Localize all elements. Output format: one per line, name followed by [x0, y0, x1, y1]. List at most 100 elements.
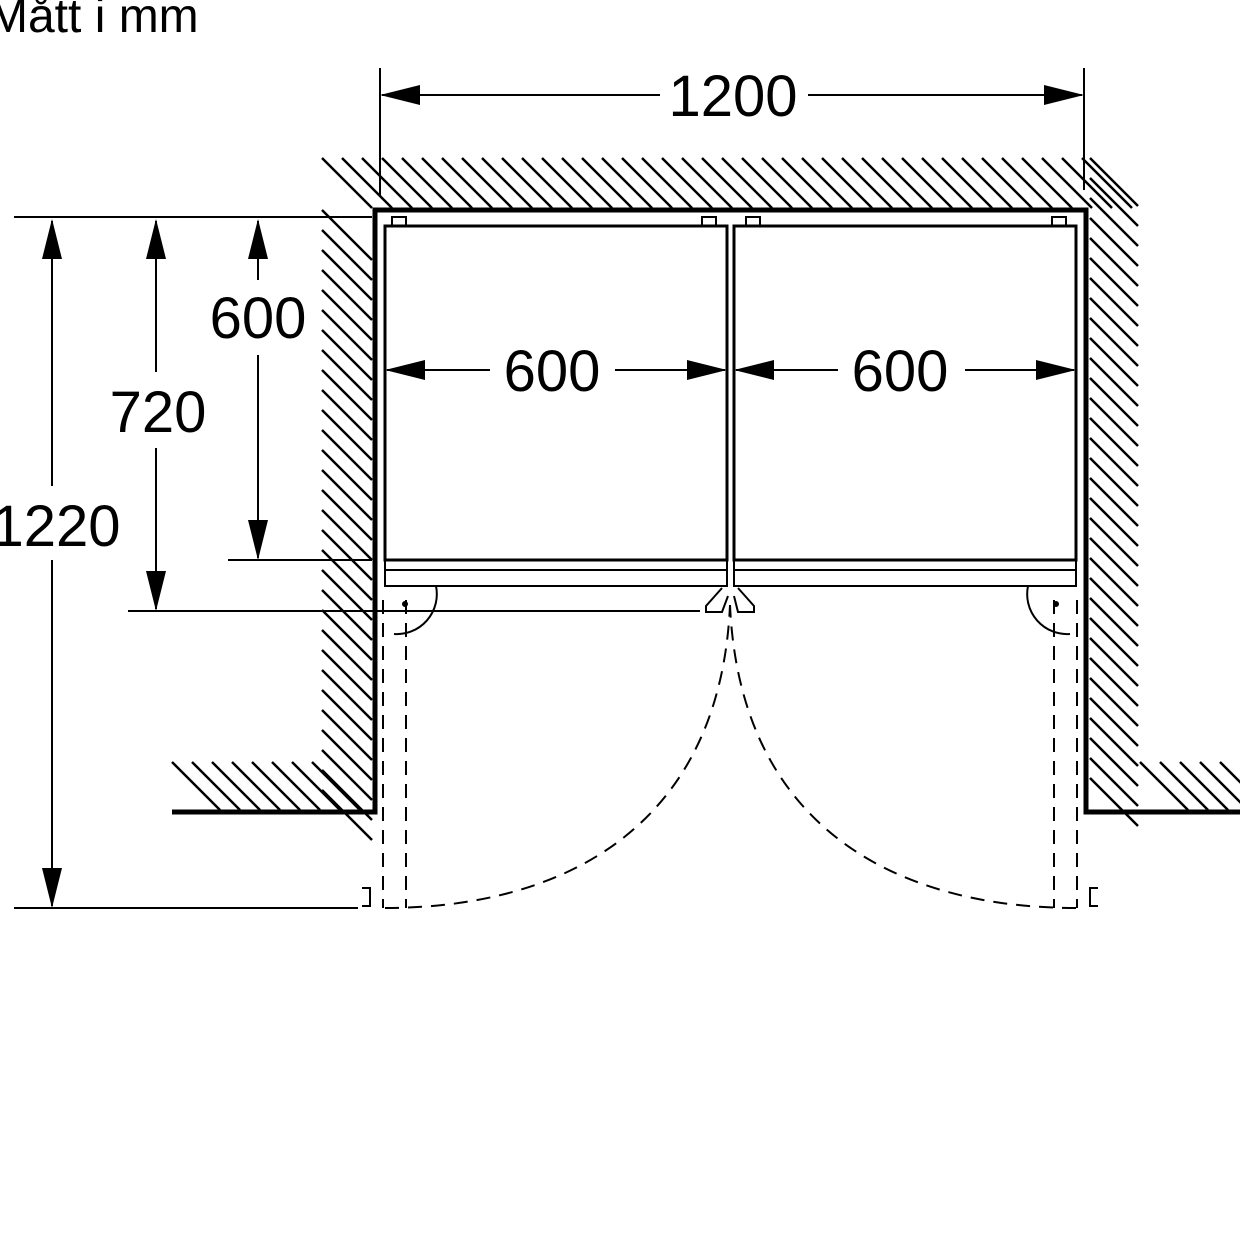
hatch-stroke [1001, 157, 1053, 209]
hatch-stroke [1089, 397, 1139, 447]
hatch-stroke [1089, 677, 1139, 727]
hatch-stroke [321, 209, 373, 261]
hatch-stroke [641, 157, 693, 209]
hatch-stroke [441, 157, 493, 209]
hatch-stroke [321, 489, 373, 541]
hatch-stroke [921, 157, 973, 209]
hatch-stroke [381, 157, 433, 209]
hatch-stroke [561, 157, 613, 209]
hatch-stroke [321, 429, 373, 481]
hatch-stroke [1089, 477, 1139, 527]
hatch-stroke [1089, 637, 1139, 687]
hatch-stroke [821, 157, 873, 209]
hatch-stroke [961, 157, 1013, 209]
hatch-stroke [321, 709, 373, 761]
hatch-stroke [211, 761, 261, 811]
hatch-stroke [781, 157, 833, 209]
total-width-label: 1200 [668, 64, 797, 129]
left-unit [383, 216, 729, 587]
hatch-stroke [321, 549, 373, 601]
hatch-stroke [1089, 157, 1139, 207]
depth-door-open-label: 1220 [0, 494, 121, 559]
hatch-stroke [481, 157, 533, 209]
hatch-stroke [1089, 277, 1139, 327]
hatch-stroke [461, 157, 513, 209]
hatch-stroke [841, 157, 893, 209]
unit-depth-label: 600 [210, 286, 307, 351]
hatch-stroke [541, 157, 593, 209]
hatch-stroke [1089, 737, 1139, 787]
hatch-stroke [1199, 761, 1240, 804]
hatch-stroke [761, 157, 813, 209]
hatch-stroke [321, 529, 373, 581]
hatch-stroke [1219, 761, 1240, 784]
hatch-stroke [1089, 237, 1139, 287]
hatch-stroke [321, 629, 373, 681]
hatch-stroke [941, 157, 993, 209]
hatch-stroke [321, 349, 373, 401]
hatch-stroke [741, 157, 793, 209]
hatch-stroke [361, 157, 413, 209]
hatch-stroke [1089, 577, 1139, 627]
depth-with-doors-label: 720 [110, 380, 207, 445]
hatch-stroke [1089, 537, 1139, 587]
hatch-stroke [1089, 437, 1139, 487]
hatch-stroke [1089, 177, 1139, 227]
hatch-stroke [701, 157, 753, 209]
hatch-stroke [321, 229, 373, 281]
hatch-stroke [1159, 761, 1209, 811]
wall-hatching [171, 157, 1240, 841]
hatch-stroke [291, 761, 341, 811]
hatch-stroke [1089, 717, 1139, 767]
hatch-stroke [191, 761, 241, 811]
hatch-stroke [321, 289, 373, 341]
hatch-stroke [321, 669, 373, 721]
hatch-stroke [801, 157, 853, 209]
hatch-stroke [1089, 417, 1139, 467]
hatch-stroke [321, 157, 373, 209]
hatch-stroke [341, 157, 393, 209]
hatch-stroke [601, 157, 653, 209]
hatch-stroke [1089, 697, 1139, 747]
hatch-stroke [171, 761, 221, 811]
hatch-stroke [581, 157, 633, 209]
hatch-stroke [321, 449, 373, 501]
hatch-stroke [271, 761, 321, 811]
hatch-stroke [1089, 557, 1139, 607]
hatch-stroke [321, 689, 373, 741]
hatch-stroke [421, 157, 473, 209]
door-handles [705, 587, 755, 613]
hatch-stroke [401, 157, 453, 209]
hatch-stroke [321, 569, 373, 621]
hatch-stroke [321, 309, 373, 361]
hatch-stroke [321, 409, 373, 461]
hatch-stroke [1089, 317, 1139, 367]
hatch-stroke [321, 789, 373, 841]
hatch-stroke [321, 329, 373, 381]
hatch-stroke [501, 157, 553, 209]
hatch-stroke [311, 761, 361, 811]
hatch-stroke [1089, 617, 1139, 667]
hatch-stroke [1041, 157, 1093, 209]
hatch-stroke [901, 157, 953, 209]
hatch-stroke [521, 157, 573, 209]
hatch-stroke [321, 749, 373, 801]
hatch-stroke [1089, 357, 1139, 407]
hatch-stroke [1089, 377, 1139, 427]
hatch-stroke [321, 389, 373, 441]
hatch-stroke [1139, 761, 1189, 811]
hatch-stroke [321, 369, 373, 421]
hatch-stroke [881, 157, 933, 209]
hatch-stroke [231, 761, 281, 811]
hatch-stroke [1089, 657, 1139, 707]
hatch-stroke [321, 469, 373, 521]
hatch-stroke [321, 509, 373, 561]
door-swing-paths [362, 600, 1098, 909]
hatch-stroke [621, 157, 673, 209]
hatch-stroke [681, 157, 733, 209]
hatch-stroke [1179, 761, 1229, 811]
hatch-stroke [321, 589, 373, 641]
hatch-stroke [1089, 257, 1139, 307]
hatch-stroke [1061, 157, 1113, 209]
hatch-stroke [1089, 497, 1139, 547]
